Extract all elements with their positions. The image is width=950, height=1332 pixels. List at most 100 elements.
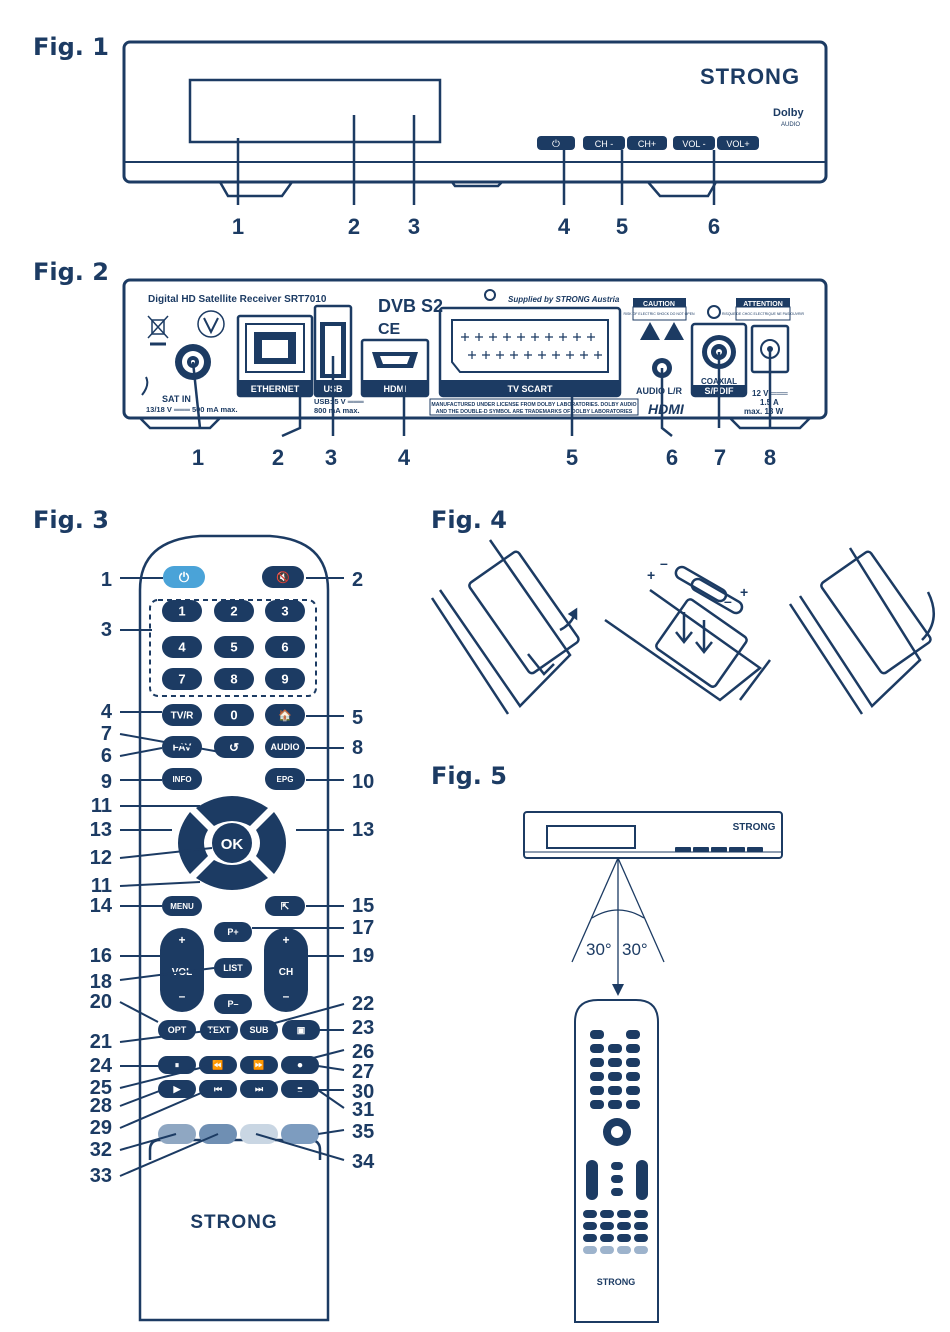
remote-callout-31: 31 <box>352 1099 374 1121</box>
ch-rocker[interactable]: +CH– <box>264 928 308 1012</box>
svg-text:7: 7 <box>178 672 185 687</box>
rear-attention-sub: RISQUE DE CHOC ELECTRIQUE NE PAS OUVRIR <box>722 312 804 316</box>
digit-4-button[interactable]: 4 <box>162 636 202 658</box>
forward-button[interactable]: ⏩ <box>240 1056 278 1074</box>
front-callout-4: 4 <box>558 214 571 239</box>
remote-callout-35: 35 <box>352 1121 374 1143</box>
mini-key <box>583 1222 597 1230</box>
blue-button[interactable] <box>281 1124 319 1144</box>
rear-callout-7: 7 <box>714 445 726 470</box>
mini-key <box>626 1030 640 1039</box>
fig5-remote-keys <box>583 1030 648 1254</box>
svg-text:6: 6 <box>281 640 288 655</box>
remote-callout-9: 9 <box>101 771 112 793</box>
remote-callout-11: 11 <box>91 795 112 817</box>
exit-button[interactable]: ⇱ <box>265 896 305 916</box>
mini-key <box>608 1058 622 1067</box>
next-button[interactable]: ⏭ <box>240 1080 278 1098</box>
ok-button[interactable]: OK <box>212 823 252 863</box>
p-plus-button[interactable]: P+ <box>214 922 252 942</box>
p-minus-button[interactable]: P– <box>214 994 252 1014</box>
audio-button[interactable]: AUDIO <box>265 736 305 758</box>
digit-2-button[interactable]: 2 <box>214 600 254 622</box>
scart-pin <box>489 333 497 341</box>
callout-leader <box>317 1089 345 1109</box>
power-button[interactable]: ⏻ <box>163 566 205 588</box>
menu-button[interactable]: MENU <box>162 896 202 916</box>
list-button[interactable]: LIST <box>214 958 252 978</box>
play-button[interactable]: ▶ <box>158 1080 196 1098</box>
svg-text:3: 3 <box>281 604 288 619</box>
digit-5-button[interactable]: 5 <box>214 636 254 658</box>
remote-callout-25: 25 <box>90 1077 112 1099</box>
rewind-button[interactable]: ⏪ <box>199 1056 237 1074</box>
front-ch-plus-button: CH+ <box>638 139 656 149</box>
home-button[interactable]: 🏠 <box>265 704 305 726</box>
remote-callout-10: 10 <box>352 771 374 793</box>
digit-9-button[interactable]: 9 <box>265 668 305 690</box>
rear-ce-mark: CE <box>378 321 401 338</box>
mini-key <box>590 1072 604 1081</box>
prev-button[interactable]: ⏮ <box>199 1080 237 1098</box>
left-button[interactable] <box>178 812 208 874</box>
remote-callout-14: 14 <box>90 895 113 917</box>
mini-key <box>626 1058 640 1067</box>
callout-leader <box>119 1089 209 1129</box>
digit-1-button[interactable]: 1 <box>162 600 202 622</box>
fav-button[interactable]: FAV <box>162 736 202 758</box>
mini-key <box>626 1086 640 1095</box>
info-button[interactable]: INFO <box>162 768 202 790</box>
svg-text:MENU: MENU <box>170 902 194 911</box>
epg-button[interactable]: EPG <box>265 768 305 790</box>
text-button[interactable]: TEXT <box>200 1020 238 1040</box>
svg-text:5: 5 <box>230 640 237 655</box>
rear-dvb-logo: DVB S2 <box>378 296 443 316</box>
scart-pin <box>482 351 490 359</box>
up-button[interactable] <box>196 796 268 826</box>
digit-8-button[interactable]: 8 <box>214 668 254 690</box>
red-button[interactable] <box>158 1124 196 1144</box>
remote-callout-3: 3 <box>101 619 112 641</box>
remote-callout-32: 32 <box>90 1139 112 1161</box>
battery-step-3 <box>788 547 935 715</box>
fig5-angle-lines <box>571 857 665 990</box>
scart-pin <box>510 351 518 359</box>
svg-text:P+: P+ <box>227 927 238 937</box>
svg-text:P–: P– <box>227 999 238 1009</box>
scart-pin <box>538 351 546 359</box>
fig4-label: Fig. 4 <box>431 506 507 534</box>
recall-button[interactable]: ↺ <box>214 736 254 758</box>
svg-text:9: 9 <box>281 672 288 687</box>
scart-pin <box>503 333 511 341</box>
front-brand-logo: STRONG <box>700 64 800 89</box>
callout-leader <box>119 1065 209 1089</box>
pause-button[interactable]: ⏸ <box>158 1056 196 1074</box>
subtitle-icon-button[interactable]: ▣ <box>282 1020 320 1040</box>
remote-callout-21: 21 <box>90 1031 112 1053</box>
battery-step-1 <box>430 539 580 715</box>
dpad <box>178 796 286 890</box>
svg-text:+: + <box>178 933 185 947</box>
digit-0-button[interactable]: 0 <box>214 704 254 726</box>
down-button[interactable] <box>196 860 268 890</box>
front-power-button: ⏻ <box>552 139 560 150</box>
digit-7-button[interactable]: 7 <box>162 668 202 690</box>
right-button[interactable] <box>256 812 286 874</box>
front-dolby-sub: AUDIO <box>781 122 800 128</box>
callout-leader <box>263 1003 345 1027</box>
tvr-button[interactable]: TV/R <box>162 704 202 726</box>
remote-callout-23: 23 <box>352 1017 374 1039</box>
digit-6-button[interactable]: 6 <box>265 636 305 658</box>
record-button[interactable]: ⏺ <box>281 1056 319 1074</box>
mute-button[interactable]: 🔇 <box>262 566 304 588</box>
scart-pin <box>461 333 469 341</box>
audio-label: AUDIO L/R <box>636 386 682 396</box>
remote-callout-1: 1 <box>101 569 112 591</box>
svg-text:⏮: ⏮ <box>214 1084 222 1094</box>
scart-pin <box>580 351 588 359</box>
remote-callout-19: 19 <box>352 945 374 967</box>
svg-text:–: – <box>179 989 186 1003</box>
svg-text:⏻: ⏻ <box>179 570 190 585</box>
digit-3-button[interactable]: 3 <box>265 600 305 622</box>
